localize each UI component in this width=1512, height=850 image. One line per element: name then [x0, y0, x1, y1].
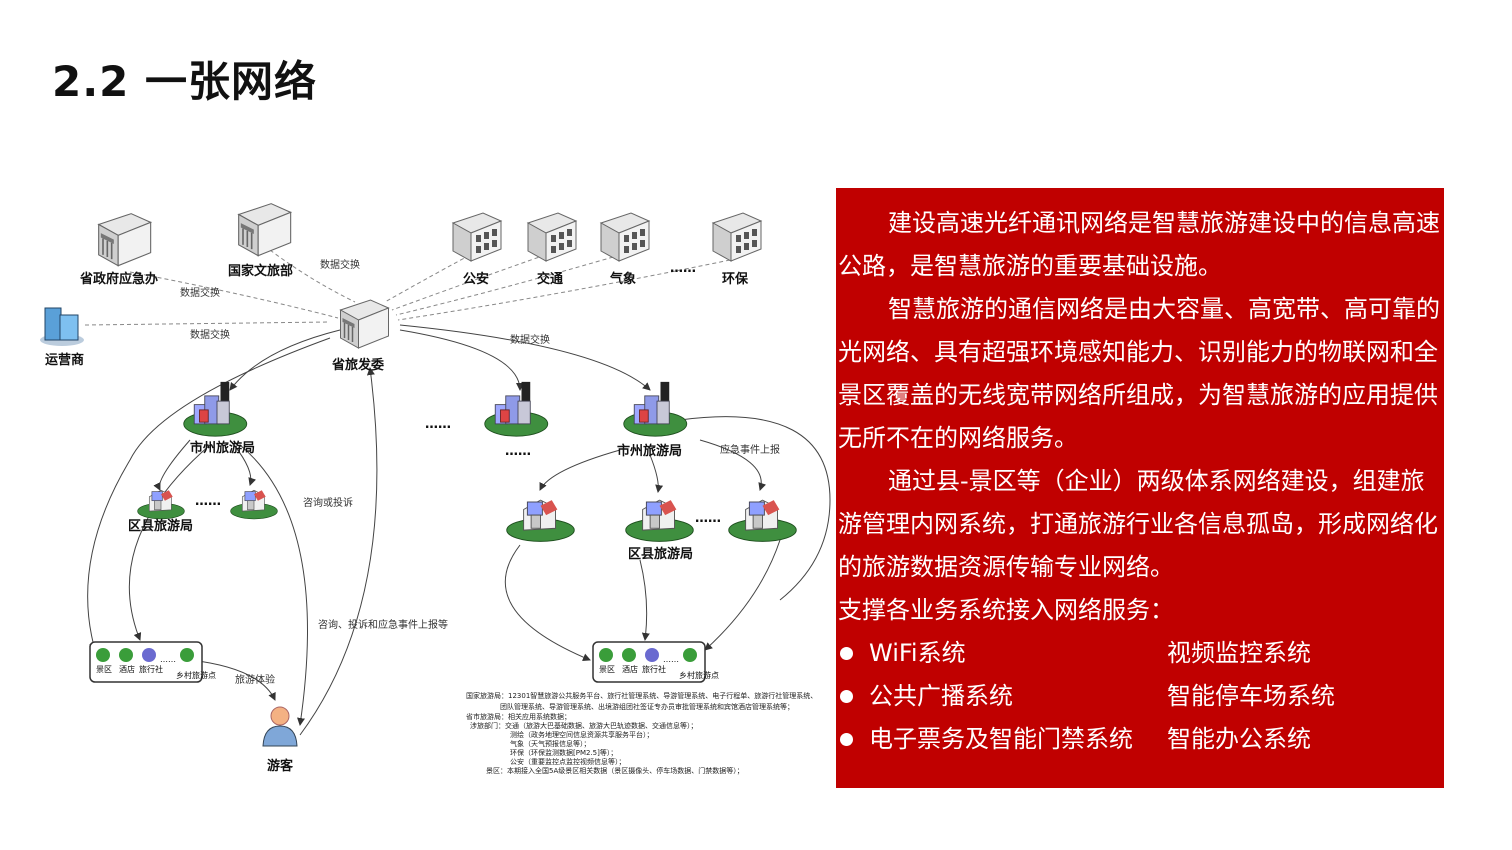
node-label-culture-tourism: 国家文旅部: [228, 263, 293, 279]
legend-scenic: 景区: [96, 665, 112, 674]
svg-text:测绘（政务地理空间信息资源共享服务平台）；: 测绘（政务地理空间信息资源共享服务平台）；: [510, 730, 654, 739]
paragraph-fiber-network: 建设高速光纤通讯网络是智慧旅游建设中的信息高速公路，是智慧旅游的重要基础设施。: [838, 209, 1440, 280]
node-label-environment: 环保: [722, 271, 749, 287]
edge-label-emergency-report: 应急事件上报: [720, 443, 780, 456]
operator-building-icon: [40, 307, 84, 346]
culture-tourism-building-icon: [237, 202, 292, 257]
emergency-office-building-icon: [97, 212, 152, 267]
ellipsis-county: ……: [195, 494, 221, 509]
city-bureau-icon: [183, 381, 248, 437]
node-label-tourist: 游客: [267, 758, 294, 774]
paragraph-support-systems: 支撑各业务系统接入网络服务：: [838, 596, 1174, 624]
bullet-icon: [840, 733, 853, 746]
police-building-icon: [452, 212, 502, 262]
legend-hotel: 酒店: [622, 664, 638, 674]
system-left: 公共广播系统: [869, 682, 1013, 710]
network-diagram: 数据交换 数据交换 数据交换 数据交换 咨询或投诉 咨询、投诉和应急事件上报等 …: [40, 202, 831, 775]
list-item: WiFi系统 视频监控系统: [838, 632, 1444, 675]
node-label-police: 公安: [463, 271, 489, 287]
svg-text:省市旅游局：相关应用系统数据；: 省市旅游局：相关应用系统数据；: [466, 712, 571, 721]
edge-label-tour-experience: 旅游体验: [235, 673, 275, 686]
paragraph-two-level-network: 通过县-景区等（企业）两级体系网络建设，组建旅游管理内网系统，打通旅游行业各信息…: [838, 467, 1438, 581]
traffic-building-icon: [527, 212, 577, 262]
tourist-person-icon: [262, 706, 298, 747]
ellipsis-county: ……: [695, 511, 721, 526]
description-panel: 建设高速光纤通讯网络是智慧旅游建设中的信息高速公路，是智慧旅游的重要基础设施。 …: [836, 188, 1444, 788]
system-left: WiFi系统: [869, 639, 966, 667]
ellipsis-middle: ……: [425, 417, 451, 432]
weather-building-icon: [600, 212, 650, 262]
scenic-legend-box: 景区 酒店 旅行社 …… 乡村旅游点: [592, 641, 719, 683]
county-bureau-icon: [137, 489, 185, 520]
system-right: 智能办公系统: [1167, 725, 1311, 753]
node-label-operator: 运营商: [45, 352, 84, 368]
svg-text:环保（环保监测数据[PM2.5]等）；: 环保（环保监测数据[PM2.5]等）；: [510, 748, 617, 757]
county-bureau-icon: [230, 489, 278, 520]
paragraph-communication-network: 智慧旅游的通信网络是由大容量、高宽带、高可靠的光网络、具有超强环境感知能力、识别…: [838, 295, 1440, 452]
edge-label-exchange: 数据交换: [190, 328, 230, 341]
legend-scenic: 景区: [599, 665, 615, 674]
edge-label-exchange: 数据交换: [180, 286, 220, 299]
county-bureau-icon: [625, 499, 694, 542]
system-left: 电子票务及智能门禁系统: [869, 725, 1133, 753]
node-label-city-bureau: 市州旅游局: [617, 443, 682, 459]
node-label-provincial-committee: 省旅发委: [331, 357, 384, 373]
legend-hotel: 酒店: [119, 664, 135, 674]
page-title: 2.2 一张网络: [52, 57, 318, 106]
list-item: 公共广播系统 智能停车场系统: [838, 675, 1444, 718]
legend-ellipsis: ……: [160, 655, 176, 664]
svg-text:国家旅游局：12301智慧旅游公共服务平台、旅行社管理系统、: 国家旅游局：12301智慧旅游公共服务平台、旅行社管理系统、导游管理系统、电子行…: [466, 691, 817, 700]
legend-ellipsis: ……: [663, 655, 679, 664]
city-bureau-icon: [484, 381, 549, 437]
node-label-city-bureau: 市州旅游局: [190, 440, 255, 456]
data-source-notes: 国家旅游局：12301智慧旅游公共服务平台、旅行社管理系统、导游管理系统、电子行…: [466, 691, 817, 775]
node-label-county-bureau: 区县旅游局: [628, 546, 693, 562]
edge-label-consult: 咨询或投诉: [303, 496, 353, 509]
legend-rural: 乡村旅游点: [176, 670, 216, 680]
node-label-traffic: 交通: [537, 271, 563, 287]
svg-text:公安（重要监控点监控视频信息等）；: 公安（重要监控点监控视频信息等）；: [510, 757, 626, 766]
ellipsis-city: ……: [505, 444, 531, 459]
edge-label-exchange: 数据交换: [510, 333, 550, 346]
system-right: 视频监控系统: [1167, 639, 1311, 667]
legend-agency: 旅行社: [642, 664, 666, 674]
svg-text:团队管理系统、导游管理系统、出境游组团社签证专办员审批管理系: 团队管理系统、导游管理系统、出境游组团社签证专办员审批管理系统和宾馆酒店管理系统…: [500, 702, 794, 711]
system-right: 智能停车场系统: [1167, 682, 1335, 710]
county-bureau-icon: [728, 499, 797, 542]
environment-building-icon: [712, 212, 762, 262]
legend-rural: 乡村旅游点: [679, 670, 719, 680]
ellipsis-top: ……: [670, 261, 696, 276]
edge-label-exchange: 数据交换: [320, 258, 360, 271]
svg-text:景区：本期接入全国5A级景区相关数据（景区摄像头、停车场数据: 景区：本期接入全国5A级景区相关数据（景区摄像头、停车场数据、门禁数据等）；: [486, 766, 744, 775]
county-bureau-icon: [506, 499, 575, 542]
bullet-icon: [840, 647, 853, 660]
edge-label-consult-report: 咨询、投诉和应急事件上报等: [318, 618, 448, 631]
node-label-county-bureau: 区县旅游局: [128, 518, 193, 534]
node-label-weather: 气象: [610, 271, 636, 287]
svg-text:气象（天气预报信息等）；: 气象（天气预报信息等）；: [510, 739, 591, 748]
list-item: 电子票务及智能门禁系统 智能办公系统: [838, 718, 1444, 761]
node-label-emergency: 省政府应急办: [79, 271, 158, 287]
svg-text:涉旅部门：交通（旅游大巴基础数据、旅游大巴轨迹数据、交通信息: 涉旅部门：交通（旅游大巴基础数据、旅游大巴轨迹数据、交通信息等）；: [470, 721, 698, 730]
scenic-legend-box: 景区 酒店 旅行社 …… 乡村旅游点: [89, 641, 216, 683]
systems-list: WiFi系统 视频监控系统 公共广播系统 智能停车场系统 电子票务及智能门禁系统…: [838, 632, 1444, 761]
legend-agency: 旅行社: [139, 664, 163, 674]
bullet-icon: [840, 690, 853, 703]
city-bureau-icon: [623, 381, 688, 437]
provincial-committee-building-icon: [339, 299, 390, 349]
